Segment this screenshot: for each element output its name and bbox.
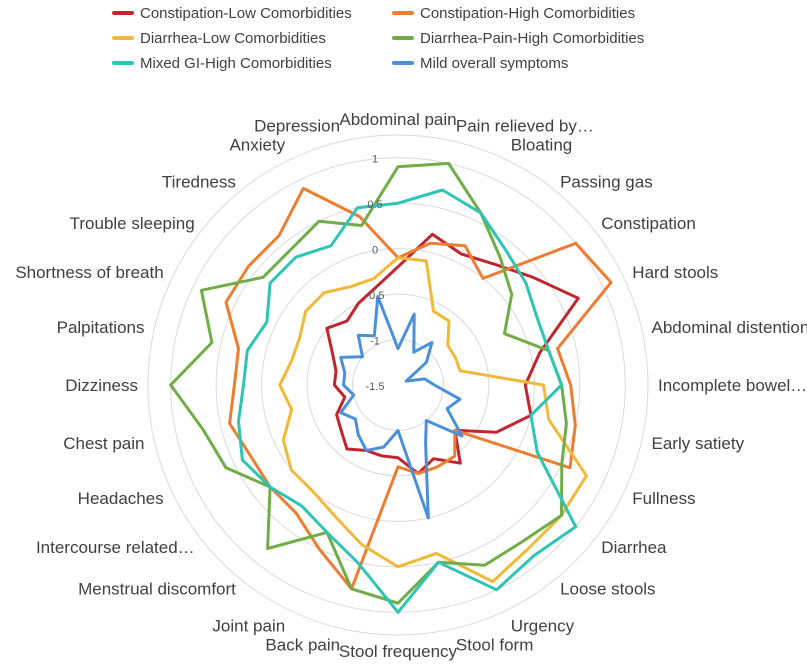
radar-grid — [147, 134, 649, 636]
radar-series — [169, 161, 613, 614]
axis-label: Abdominal pain — [339, 110, 456, 129]
axis-label: Diarrhea — [601, 538, 667, 557]
axis-label: Urgency — [511, 616, 575, 635]
axis-label: Incomplete bowel… — [658, 376, 807, 395]
series-line-0 — [325, 232, 580, 476]
axis-label: Abdominal distention — [652, 318, 807, 337]
grid-ring — [170, 157, 626, 613]
radial-tick-label: -1.5 — [366, 381, 385, 393]
radial-tick-label: 0.5 — [367, 199, 382, 211]
grid-ring — [261, 248, 535, 522]
axis-label: Headaches — [78, 489, 164, 508]
series-line-2 — [278, 256, 588, 584]
legend-swatch — [392, 61, 414, 65]
legend-label: Diarrhea-Pain-High Comorbidities — [420, 29, 645, 47]
radial-tick-label: 1 — [372, 154, 378, 166]
legend-item: Diarrhea-Low Comorbidities — [112, 28, 326, 48]
legend-swatch — [392, 11, 414, 15]
radar-ticks: -1.5 -1 -0.5 0 0.5 1 — [366, 154, 385, 393]
legend-item: Mixed GI-High Comorbidities — [112, 53, 332, 73]
axis-label: Pain relieved by… — [456, 117, 594, 136]
axis-label: Tiredness — [162, 173, 236, 192]
legend-label: Diarrhea-Low Comorbidities — [140, 29, 326, 47]
radial-tick-label: -0.5 — [366, 290, 385, 302]
legend-item: Diarrhea-Pain-High Comorbidities — [392, 28, 644, 48]
legend-swatch — [392, 36, 414, 40]
grid-ring — [306, 293, 490, 477]
series-line-3 — [169, 161, 568, 605]
legend-swatch — [112, 36, 134, 40]
legend-swatch — [112, 11, 134, 15]
legend-label: Constipation-Low Comorbidities — [140, 4, 352, 22]
series-line-1 — [224, 186, 613, 591]
radial-tick-label: -1 — [370, 336, 380, 348]
axis-label: Trouble sleeping — [70, 214, 195, 233]
series-line-5 — [339, 294, 464, 520]
axis-label: Hard stools — [632, 263, 718, 282]
axis-label: Loose stools — [560, 579, 655, 598]
axis-label: Menstrual discomfort — [78, 579, 236, 598]
axis-label: Stool frequency — [339, 642, 458, 661]
axis-label: Constipation — [601, 214, 696, 233]
axis-label: Stool form — [456, 636, 533, 655]
grid-ring-outer — [147, 134, 649, 636]
axis-label: Passing gas — [560, 173, 653, 192]
axis-label: Chest pain — [63, 434, 144, 453]
axis-label: Intercourse related… — [36, 538, 195, 557]
chart-legend: Constipation-Low Comorbidities Constipati… — [0, 0, 807, 80]
axis-label: Palpitations — [57, 318, 145, 337]
legend-item: Constipation-Low Comorbidities — [112, 3, 352, 23]
axis-label: Back pain — [265, 636, 340, 655]
axis-label: Early satiety — [652, 434, 745, 453]
axis-label: Fullness — [632, 489, 695, 508]
axis-label: Depression — [254, 117, 340, 136]
axis-label: Bloating — [511, 136, 572, 155]
legend-item: Mild overall symptoms — [392, 53, 568, 73]
legend-label: Mild overall symptoms — [420, 54, 569, 72]
axis-label: Anxiety — [229, 136, 285, 155]
legend-label: Constipation-High Comorbidities — [420, 4, 636, 22]
legend-swatch — [112, 61, 134, 65]
radial-tick-label: 0 — [372, 245, 378, 257]
axis-label: Joint pain — [212, 616, 285, 635]
legend-label: Mixed GI-High Comorbidities — [140, 54, 332, 72]
axis-label: Dizziness — [65, 376, 138, 395]
legend-item: Constipation-High Comorbidities — [392, 3, 635, 23]
axis-label: Shortness of breath — [15, 263, 163, 282]
series-line-4 — [237, 188, 578, 614]
